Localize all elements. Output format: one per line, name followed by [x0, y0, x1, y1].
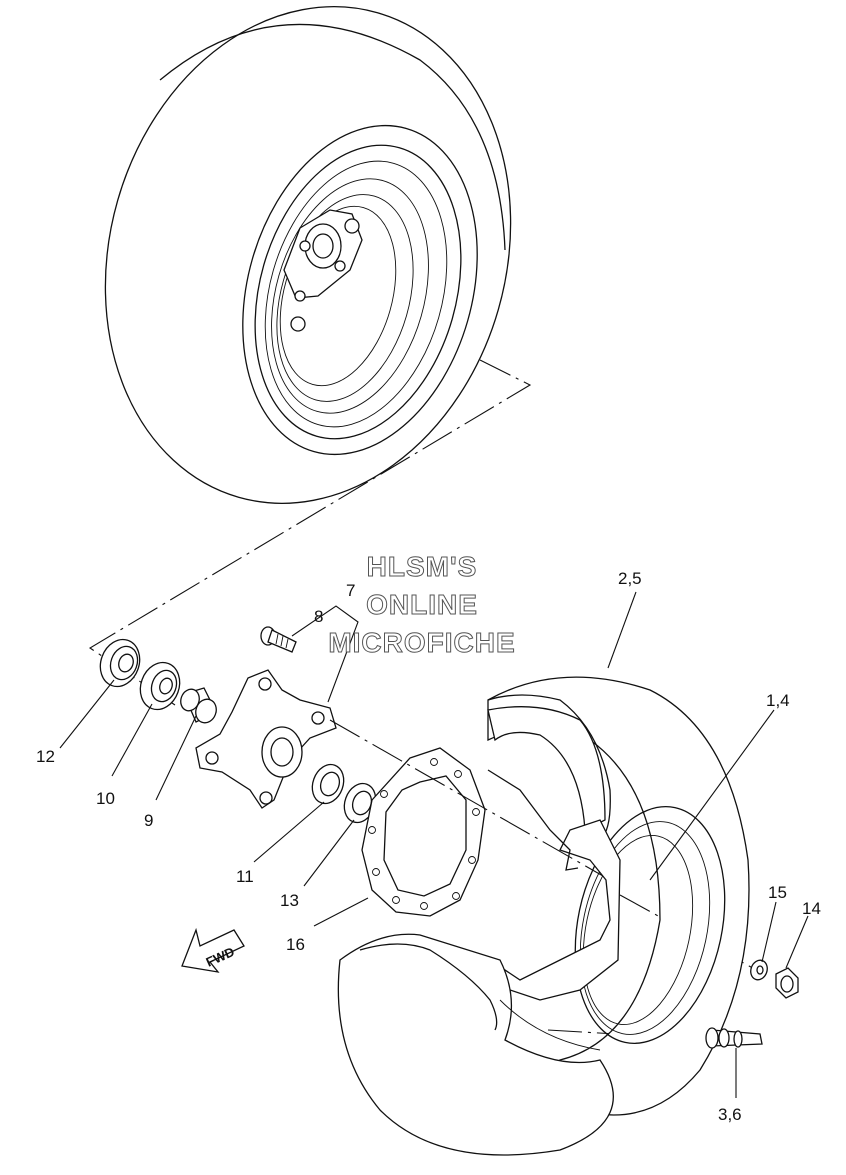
callout-16: 16 [286, 935, 305, 954]
callout-1-4: 1,4 [766, 691, 790, 710]
valve-3-6 [705, 1027, 763, 1049]
bearing-10 [139, 661, 181, 711]
assembled-wheel [104, 6, 512, 504]
reference-line-valve [547, 1029, 719, 1041]
leader-lines [59, 591, 809, 1098]
watermark-line-2: ONLINE [366, 589, 478, 620]
reference-line-center [329, 719, 611, 881]
callout-10: 10 [96, 789, 115, 808]
callout-13: 13 [280, 891, 299, 910]
washer-15 [750, 959, 768, 981]
tire-lower-half [337, 933, 614, 1156]
spacer-9 [180, 687, 217, 724]
callout-12: 12 [36, 747, 55, 766]
callout-7: 7 [346, 581, 355, 600]
rim-1-4 [487, 769, 726, 1044]
plate-16 [361, 747, 486, 917]
callout-bracket-7 [291, 605, 359, 703]
tire-2-5 [487, 676, 750, 1116]
callout-15: 15 [768, 883, 787, 902]
watermark-line-1: HLSM'S [367, 551, 478, 582]
callout-8: 8 [314, 607, 323, 626]
callout-11: 11 [236, 867, 254, 886]
nut-14 [775, 967, 799, 999]
bearing-11 [311, 763, 345, 805]
watermark-line-3: MICROFICHE [328, 627, 515, 658]
callout-3-6: 3,6 [718, 1105, 742, 1124]
callout-2-5: 2,5 [618, 569, 642, 588]
fwd-arrow-icon [181, 927, 245, 973]
fwd-arrow: FWD [181, 927, 245, 973]
bolt-8 [260, 626, 297, 653]
hub-7 [195, 669, 337, 809]
callout-14: 14 [802, 899, 821, 918]
watermark: HLSM'S ONLINE MICROFICHE [328, 551, 515, 659]
callout-9: 9 [144, 811, 153, 830]
bearing-12 [99, 638, 141, 688]
